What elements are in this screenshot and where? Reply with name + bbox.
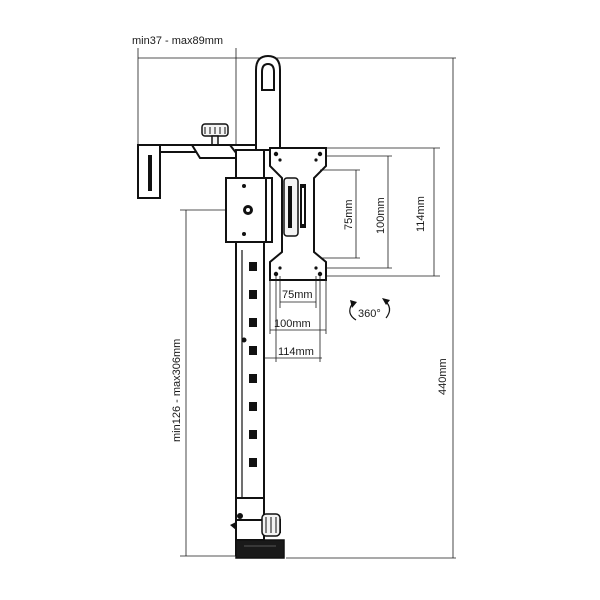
clamp-range-label: min37 - max89mm bbox=[132, 35, 223, 47]
bottom-clamp bbox=[230, 513, 285, 559]
pole-hole bbox=[249, 458, 257, 467]
bottom-clamp-pad bbox=[235, 539, 285, 559]
vesa-vertical-dimensions: 75mm 100mm 114mm bbox=[320, 147, 440, 277]
rotate-360-icon bbox=[349, 303, 357, 321]
pole-hole bbox=[249, 374, 257, 383]
upper-arm bbox=[255, 54, 281, 151]
pole-hole bbox=[249, 262, 257, 271]
pole-range-dimension: min126 - max306mm bbox=[171, 209, 236, 557]
tilt-head bbox=[225, 177, 273, 243]
vesa-hole bbox=[278, 158, 282, 162]
vesa-v-114-label: 114mm bbox=[415, 196, 427, 232]
vesa-h-114-label: 114mm bbox=[278, 346, 314, 358]
pole-hole bbox=[249, 318, 257, 327]
total-height-label: 440mm bbox=[437, 358, 449, 395]
vesa-hole bbox=[314, 266, 318, 270]
vesa-horizontal-dimensions: 75mm 100mm 114mm bbox=[264, 276, 327, 362]
clamp-jaw-slot bbox=[148, 155, 152, 191]
vesa-hole bbox=[314, 158, 318, 162]
pole-hole bbox=[249, 430, 257, 439]
vesa-v-75-label: 75mm bbox=[343, 199, 355, 230]
upper-arm-slot bbox=[261, 62, 275, 91]
clamp-knob-screw bbox=[211, 135, 219, 146]
vesa-v-100-label: 100mm bbox=[375, 197, 387, 234]
rotation-indicator: 360° bbox=[349, 298, 391, 321]
vesa-hole bbox=[317, 271, 323, 277]
pole-hole bbox=[249, 290, 257, 299]
vesa-hole bbox=[278, 266, 282, 270]
total-height-dimension: 440mm bbox=[236, 57, 456, 559]
vesa-h-100-label: 100mm bbox=[274, 318, 311, 330]
pole-rivet bbox=[241, 337, 247, 343]
vesa-plate bbox=[269, 147, 327, 281]
vesa-h-75-label: 75mm bbox=[282, 289, 313, 301]
pole-hole bbox=[249, 402, 257, 411]
vesa-hole bbox=[273, 151, 279, 157]
rotation-label: 360° bbox=[358, 308, 381, 320]
pole-hole bbox=[249, 346, 257, 355]
clamp-range-dimension: min37 - max89mm bbox=[132, 35, 237, 150]
pole-range-label: min126 - max306mm bbox=[171, 339, 183, 442]
vesa-hole bbox=[317, 151, 323, 157]
vesa-hole bbox=[273, 271, 279, 277]
tilt-head-plate bbox=[265, 177, 273, 243]
